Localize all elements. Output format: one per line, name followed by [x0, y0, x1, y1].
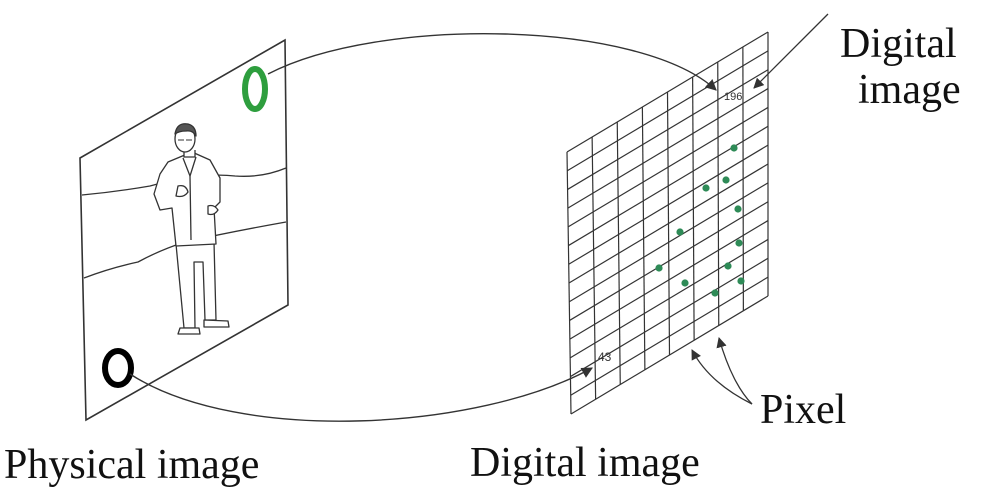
man-figure [153, 123, 230, 335]
green-pixel-dot [676, 228, 684, 236]
grid-row-line [570, 295, 769, 415]
green-pixel-dot [702, 184, 710, 192]
green-pixel-dot [734, 205, 742, 213]
green-pixel-dot [711, 289, 719, 297]
grid-row-line [568, 163, 769, 284]
digital-image-top-label-line2: image [858, 67, 961, 113]
green-pixel-dot [735, 239, 743, 247]
pixel-value-top: 196 [724, 91, 742, 103]
green-pixel-dot [730, 144, 738, 152]
grid-row-line [568, 144, 769, 265]
green-pixel-dot [722, 176, 730, 184]
physical-image-label: Physical image [4, 442, 259, 488]
pixel-grid [566, 31, 769, 415]
black-ring-object [102, 348, 134, 388]
grid-row-line [570, 276, 769, 396]
grid-row-line [567, 69, 769, 190]
pixel-dots [655, 144, 745, 297]
grid-row-line [569, 201, 769, 321]
digital-image-top-label-line1: Digital [840, 21, 957, 67]
digital-image-bottom-label: Digital image [470, 440, 700, 486]
digital-label-arrow [753, 13, 829, 89]
pixel-label: Pixel [760, 387, 846, 433]
grid-row-line [566, 50, 769, 172]
green-pixel-dot [724, 262, 732, 270]
arc-top [267, 33, 717, 91]
green-pixel-dot [681, 279, 689, 287]
green-ring-object [242, 66, 268, 112]
grid-row-line [569, 238, 769, 359]
grid-row-line [566, 31, 769, 153]
pixel-value-bottom: 43 [598, 350, 612, 364]
arc-bottom [129, 367, 593, 422]
grid-row-line [570, 257, 769, 378]
grid-row-line [567, 106, 769, 228]
green-pixel-dot [655, 264, 663, 272]
pixel-arrow-2 [716, 336, 753, 405]
green-pixel-dot [737, 277, 745, 285]
grid-row-line [568, 182, 769, 303]
grid-row-line [567, 88, 769, 209]
pixel-arrow-1 [691, 349, 753, 405]
grid-row-line [569, 220, 769, 340]
